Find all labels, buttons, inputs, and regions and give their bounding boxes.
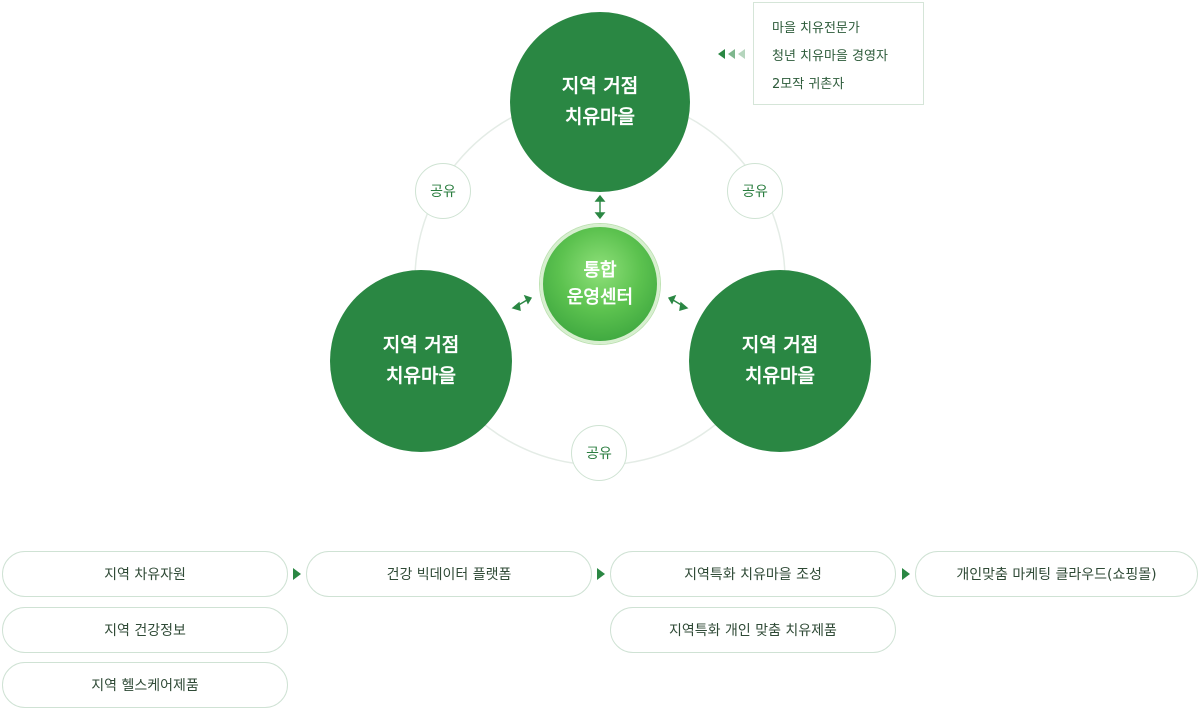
hub-right-line1: 지역 거점 bbox=[741, 334, 819, 356]
flow-arrow-icon bbox=[902, 568, 910, 580]
flow-col2-item-1: 건강 빅데이터 플랫폼 bbox=[306, 551, 592, 597]
hub-left: 지역 거점 치유마을 bbox=[330, 270, 512, 452]
pill-label: 건강 빅데이터 플랫폼 bbox=[386, 567, 512, 583]
share-node-right: 공유 bbox=[727, 163, 783, 219]
share-label: 공유 bbox=[586, 446, 612, 462]
arrow-left-center bbox=[511, 294, 533, 311]
hub-left-line2: 치유마을 bbox=[386, 365, 456, 387]
center-line1: 통합 bbox=[583, 260, 617, 281]
flow-col4-item-1: 개인맞춤 마케팅 클라우드(쇼핑몰) bbox=[915, 551, 1198, 597]
hub-top-line2: 치유마을 bbox=[565, 106, 635, 128]
flow-col1-item-2: 지역 건강정보 bbox=[2, 607, 288, 653]
share-label: 공유 bbox=[430, 184, 456, 200]
pill-label: 지역 차유자원 bbox=[104, 567, 186, 583]
roles-box: 마을 치유전문가 청년 치유마을 경영자 2모작 귀촌자 bbox=[753, 2, 924, 105]
arrow-right-center bbox=[667, 294, 689, 311]
hub-top: 지역 거점 치유마을 bbox=[510, 12, 690, 192]
share-node-left: 공유 bbox=[415, 163, 471, 219]
hub-left-line1: 지역 거점 bbox=[382, 334, 460, 356]
pill-label: 지역 헬스케어제품 bbox=[91, 678, 199, 694]
share-label: 공유 bbox=[742, 184, 768, 200]
flow-arrow-icon bbox=[597, 568, 605, 580]
center-line2: 운영센터 bbox=[566, 287, 634, 308]
arrow-top-center bbox=[594, 194, 606, 220]
role-item: 2모작 귀촌자 bbox=[772, 77, 845, 92]
flow-arrow-icon bbox=[293, 568, 301, 580]
pill-label: 지역특화 치유마을 조성 bbox=[684, 567, 822, 583]
flow-col1-item-3: 지역 헬스케어제품 bbox=[2, 662, 288, 708]
role-item: 마을 치유전문가 bbox=[772, 21, 860, 36]
hub-right-line2: 치유마을 bbox=[745, 365, 815, 387]
flow-col3-item-2: 지역특화 개인 맞춤 치유제품 bbox=[610, 607, 896, 653]
pill-label: 개인맞춤 마케팅 클라우드(쇼핑몰) bbox=[956, 567, 1157, 583]
flow-col3-item-1: 지역특화 치유마을 조성 bbox=[610, 551, 896, 597]
center-hub: 통합 운영센터 bbox=[540, 224, 660, 344]
pill-label: 지역특화 개인 맞춤 치유제품 bbox=[669, 623, 837, 639]
hub-right: 지역 거점 치유마을 bbox=[689, 270, 871, 452]
hub-top-line1: 지역 거점 bbox=[561, 75, 639, 97]
role-item: 청년 치유마을 경영자 bbox=[772, 49, 888, 64]
flow-col1-item-1: 지역 차유자원 bbox=[2, 551, 288, 597]
pill-label: 지역 건강정보 bbox=[104, 623, 186, 639]
share-node-bottom: 공유 bbox=[571, 425, 627, 481]
